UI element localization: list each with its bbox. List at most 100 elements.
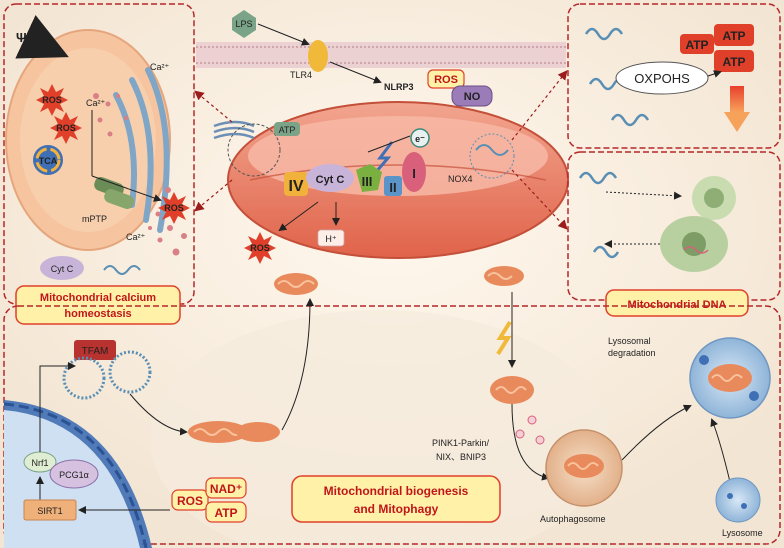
svg-text:Cyt C: Cyt C [316, 174, 345, 186]
atp-r2-box: ATP [714, 24, 754, 46]
oxphos-cloud: OXPOHS [615, 61, 709, 95]
autophagosome-label: Autophagosome [540, 514, 606, 524]
immune-cell-2 [660, 216, 728, 272]
rings-to-mito-arrow [129, 393, 188, 436]
tlr4-to-nlrp3-arrow [329, 61, 382, 84]
svg-text:ATP: ATP [722, 29, 745, 43]
svg-text:PCG1α: PCG1α [59, 470, 89, 480]
atp-r1-box: ATP [680, 34, 714, 54]
electron-bubble: e⁻ [410, 128, 430, 148]
oxphos-to-atp-arrow [707, 70, 722, 78]
ros-burst-3: ROS [158, 192, 190, 224]
pink1-line2: NIX、BNIP3 [436, 452, 486, 462]
lysosome-bubble [715, 477, 761, 523]
mtdna-arrow-1 [605, 191, 682, 200]
svg-text:SIRT1: SIRT1 [37, 506, 62, 516]
tlr4-receptor [308, 40, 328, 72]
ros-burst-2: ROS [50, 112, 82, 144]
cell-membrane [196, 42, 566, 68]
sirt1-box: SIRT1 [23, 499, 77, 521]
mtdna-zoom-circle [469, 133, 515, 179]
lysosome-to-lyso-arrow [710, 418, 731, 483]
ros-bottom-box: ROS [171, 489, 209, 511]
immune-cell-1 [692, 176, 736, 220]
pcg1a-node: PCG1α [49, 459, 99, 489]
nrf1-node: Nrf1 [23, 451, 57, 473]
cytc-center-cloud: Cyt C [306, 164, 354, 192]
fission-mitos [188, 421, 280, 443]
ca2-top-label: Ca²⁺ [150, 62, 170, 72]
svg-text:I: I [412, 166, 416, 181]
svg-text:NO: NO [464, 91, 481, 103]
nad-box: NAD⁺ [205, 477, 247, 499]
mptp-label: mPTP [82, 214, 107, 224]
cytc-release-arrow [278, 201, 319, 232]
dna-strand-r5 [592, 245, 620, 259]
complex-i: I [402, 152, 426, 192]
psi-label: Ψ [16, 30, 27, 45]
lps-hex: LPS [232, 10, 256, 38]
complex-iii: III [356, 164, 382, 192]
svg-text:II: II [389, 180, 396, 195]
svg-text:Mitochondrial DNA: Mitochondrial DNA [628, 299, 727, 311]
autolysosome [689, 337, 771, 419]
complex-ii: II [384, 176, 402, 196]
pink1-line1: PINK1-Parkin/ [432, 438, 490, 448]
ros-burst-1: ROS [36, 84, 68, 116]
svg-text:ATP: ATP [279, 125, 296, 135]
atp-r3-box: ATP [714, 50, 754, 72]
svg-text:ROS: ROS [177, 494, 203, 508]
svg-text:ATP: ATP [685, 38, 708, 52]
mptp-channel [94, 176, 134, 210]
mtdna-title-box: Mitochondrial DNA [605, 289, 749, 317]
lysosomal-line2: degradation [608, 348, 656, 358]
ros-burst-4: ROS [244, 232, 276, 264]
dna-strand-left [103, 265, 141, 275]
dna-strand-r3 [610, 113, 650, 127]
svg-text:Cyt C: Cyt C [51, 264, 74, 274]
mtdna-rings [62, 350, 152, 400]
lysosome-label: Lysosome [722, 528, 763, 538]
electron-bolt [374, 141, 394, 173]
golgi-small [213, 120, 255, 140]
damage-bolt [496, 320, 512, 356]
nlrp3-label: NLRP3 [384, 82, 414, 92]
atp-bottom-box: ATP [205, 501, 247, 523]
tlr4-label: TLR4 [290, 70, 312, 80]
svg-text:ATP: ATP [722, 55, 745, 69]
mptp-arrow [91, 175, 162, 202]
pink-dots [515, 415, 545, 445]
calcium-title-box: Mitochondrial calcium homeostasis [15, 285, 181, 325]
svg-text:e⁻: e⁻ [415, 134, 425, 144]
autophagosome [545, 429, 623, 507]
dna-strand-r4 [578, 171, 618, 185]
svg-text:Mitochondrial biogenesis: Mitochondrial biogenesis [324, 484, 469, 498]
ca2-low-label: Ca²⁺ [126, 232, 146, 242]
small-mito-2 [484, 266, 524, 286]
biogenesis-title-box: Mitochondrial biogenesis and Mitophagy [291, 475, 501, 523]
tfam-box: TFAM [74, 340, 116, 360]
no-box: NO [451, 85, 493, 107]
svg-text:ROS: ROS [164, 203, 184, 213]
svg-text:homeostasis: homeostasis [64, 308, 131, 320]
ros-center-box: ROS [427, 69, 465, 89]
mtdna-strand-center [475, 144, 509, 156]
mito-to-top-arrow [281, 298, 314, 431]
atp-center: ATP [274, 122, 300, 136]
damaged-mito [490, 376, 534, 404]
nox4-label-group: NOX4 [448, 174, 473, 184]
zoom-circle-left [227, 123, 281, 177]
h-plus-chip: H⁺ [317, 229, 345, 247]
nrf1-to-tfam-arrow [39, 362, 76, 452]
ca2-mid-label: Ca²⁺ [86, 98, 106, 108]
svg-text:ROS: ROS [250, 243, 270, 253]
svg-text:LPS: LPS [235, 19, 252, 29]
oxphos-panel-border [567, 3, 781, 149]
autophagosome-to-lyso-arrow [621, 404, 692, 461]
svg-text:IV: IV [288, 178, 303, 195]
damaged-to-autophagosome-arrow [511, 403, 550, 481]
svg-text:Nrf1: Nrf1 [31, 458, 48, 468]
svg-text:ATP: ATP [214, 506, 237, 520]
svg-text:and Mitophagy: and Mitophagy [354, 502, 439, 516]
